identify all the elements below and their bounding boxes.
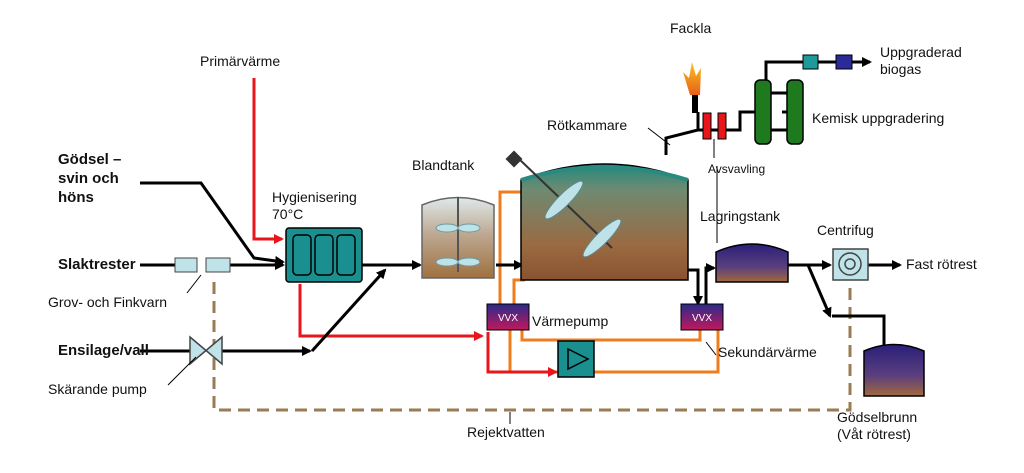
coarse-grinder	[174, 257, 198, 273]
label-blandtank: Blandtank	[412, 157, 475, 173]
label-godselbrunn: Gödselbrunn (Våt rötrest)	[837, 409, 918, 442]
label-centrifug: Centrifug	[817, 222, 874, 238]
slurry-pit-tank	[863, 343, 925, 397]
label-rotkammare: Rötkammare	[547, 117, 628, 133]
vvx-label-right: VVX	[692, 313, 712, 324]
label-uppgraderad-biogas: Uppgraderad biogas	[880, 44, 962, 77]
flare-icon	[683, 62, 701, 113]
label-lagringstank: Lagringstank	[700, 208, 781, 224]
blue-valve	[835, 54, 853, 70]
vvx-label-left: VVX	[498, 313, 518, 324]
primary-heat-to-pump	[486, 332, 558, 377]
label-hygienisering: Hygienisering 70°C	[272, 189, 357, 222]
fine-grinder	[205, 257, 231, 273]
label-ensilage-vall: Ensilage/vall	[58, 342, 149, 359]
heat-pump-icon	[557, 340, 595, 378]
storage-tank	[715, 243, 789, 283]
teal-valve	[802, 54, 819, 70]
label-varmepump: Värmepump	[532, 313, 609, 329]
label-fast-rotrest: Fast rötrest	[906, 256, 977, 272]
label-pointer-lines	[509, 127, 718, 424]
label-sekundarvarme: Sekundärvärme	[718, 344, 817, 360]
grinder-pointer	[186, 274, 202, 294]
label-primarvarme: Primärvärme	[200, 53, 281, 69]
centrifuge-icon	[832, 248, 869, 281]
digester-tank	[505, 150, 689, 281]
mixing-tank	[421, 196, 495, 279]
secondary-heat-loop	[498, 190, 720, 374]
desulphurisation-unit	[702, 112, 727, 158]
process-flow-lines	[140, 57, 902, 356]
label-kemisk-uppgradering: Kemisk uppgradering	[812, 110, 945, 126]
label-rejektvatten: Rejektvatten	[467, 424, 545, 440]
chemical-upgrading-columns	[754, 79, 804, 145]
cutting-pump-pointer	[167, 356, 197, 386]
label-skarande-pump: Skärande pump	[48, 381, 147, 397]
primary-heat-line	[252, 78, 284, 244]
cutting-pump-icon	[189, 335, 223, 366]
label-godsel: Gödsel – svin och höns	[58, 151, 122, 206]
heat-exchanger-left: VVX	[486, 303, 530, 331]
primary-heat-return	[298, 284, 484, 341]
label-fackla: Fackla	[670, 20, 712, 36]
label-slaktrester: Slaktrester	[58, 256, 136, 273]
label-grov-och-finkvarn: Grov- och Finkvarn	[48, 294, 168, 310]
hygienisation-unit	[285, 227, 363, 283]
label-avsvavling: Avsvavling	[708, 162, 766, 176]
heat-exchanger-right: VVX	[680, 303, 724, 331]
